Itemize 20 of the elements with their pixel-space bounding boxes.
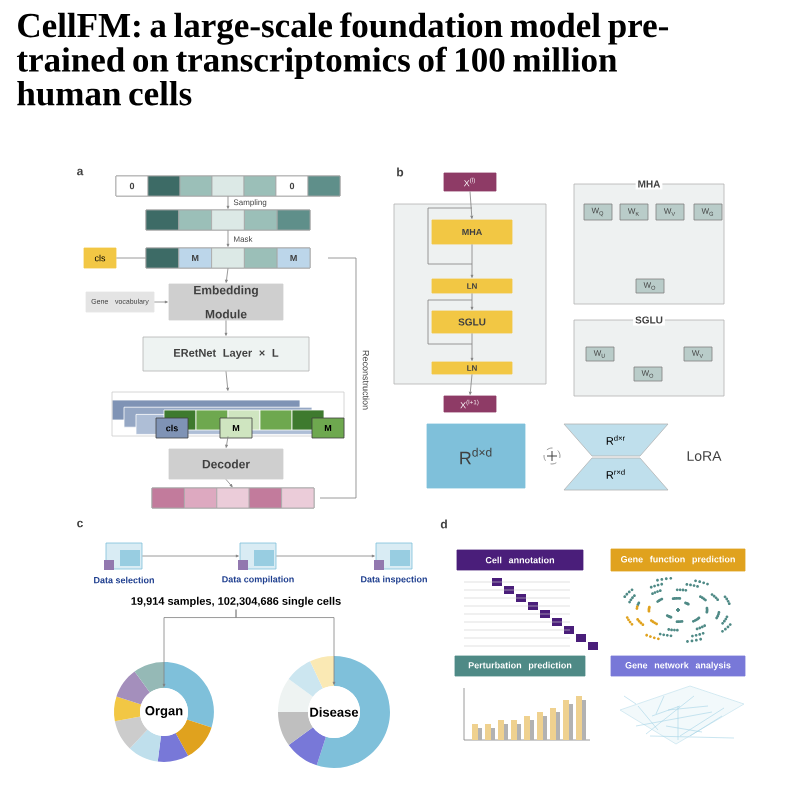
arrow (225, 436, 229, 448)
arrow (142, 554, 239, 558)
arrow (225, 371, 229, 391)
title: CellFM: a large-scale foundation model pre-trained on transcriptomics of 100 million human cells (16, 12, 669, 106)
token-row (145, 209, 311, 231)
arrow (224, 320, 228, 336)
arrow (225, 268, 229, 283)
arrow (226, 230, 230, 247)
arrow (226, 196, 230, 209)
token-row (151, 487, 315, 509)
arrow (469, 191, 474, 219)
box: R$^{d×d}$ (426, 423, 526, 489)
arrow (154, 300, 168, 304)
arrow (276, 554, 375, 558)
arrow (225, 479, 233, 488)
arrow (468, 374, 473, 395)
arrow (470, 333, 474, 361)
arrow (235, 609, 336, 685)
arrow (470, 293, 474, 310)
arrow (470, 244, 474, 278)
